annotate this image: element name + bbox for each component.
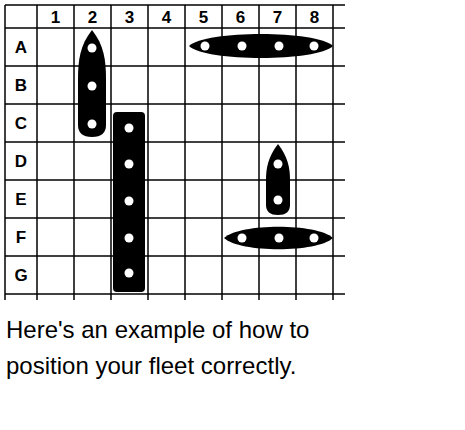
column-number: 3 (125, 9, 134, 26)
row-letter: D (15, 153, 27, 170)
row-letter: C (15, 115, 27, 132)
ship (224, 227, 333, 250)
column-number: 5 (199, 9, 208, 26)
column-number: 4 (162, 9, 171, 26)
column-number: 2 (88, 9, 97, 26)
column-number: 7 (273, 9, 282, 26)
ship (78, 30, 106, 137)
row-letter: F (16, 229, 26, 246)
ship (266, 144, 290, 215)
column-number: 6 (236, 9, 245, 26)
row-letter: A (15, 39, 27, 56)
row-letter: G (14, 267, 27, 284)
row-letter: E (15, 191, 26, 208)
ship (189, 34, 333, 58)
row-letter: B (15, 77, 27, 94)
ship (113, 112, 145, 292)
caption: Here's an example of how to position you… (6, 312, 376, 384)
column-number: 8 (310, 9, 319, 26)
grid-lines (5, 5, 345, 300)
column-number: 1 (51, 9, 60, 26)
